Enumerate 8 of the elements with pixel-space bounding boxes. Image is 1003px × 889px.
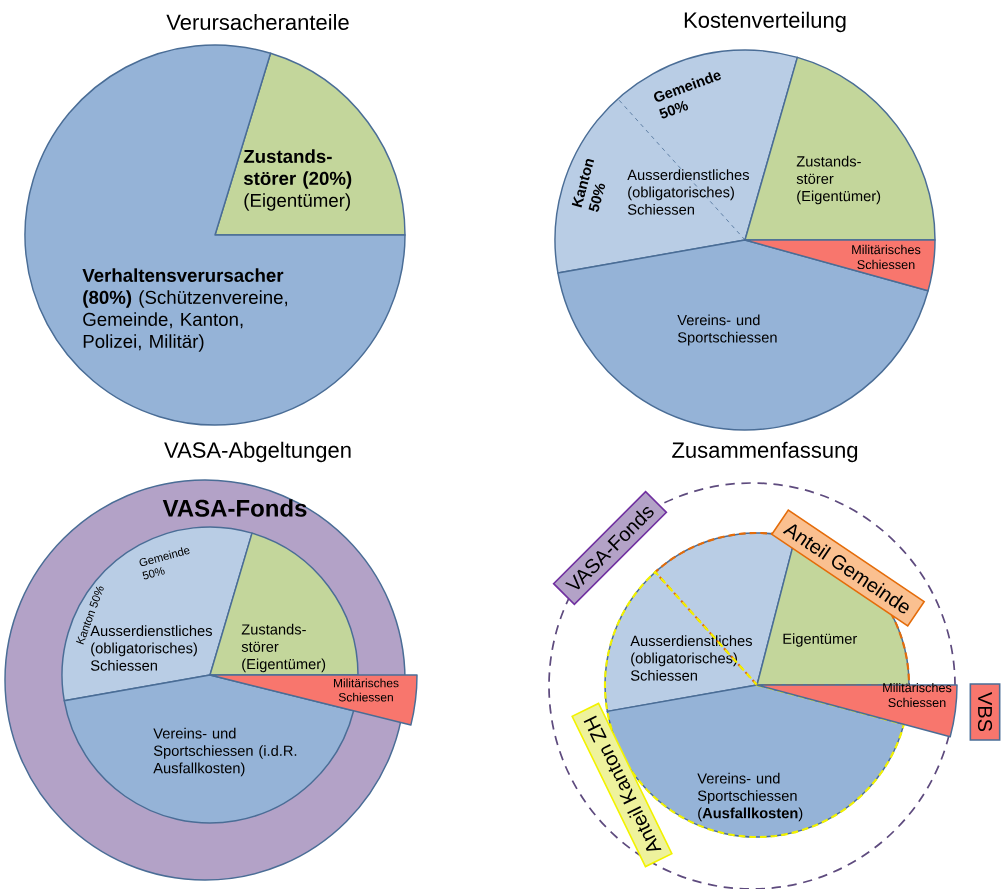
- chart-title: Zusammenfassung: [672, 441, 858, 463]
- chart-title: Kostenverteilung: [684, 11, 846, 33]
- label-box: VBS: [969, 683, 1001, 741]
- chart-title: VASA-Abgeltungen: [164, 441, 351, 463]
- pie-slice: Militärisches Schiessen: [744, 239, 936, 292]
- pie-slice: Militärisches Schiessen: [756, 682, 958, 738]
- chart-title: Verursacheranteile: [166, 13, 349, 31]
- pie-slice: Zustands- störer (20%) (Eigentümer): [214, 52, 406, 236]
